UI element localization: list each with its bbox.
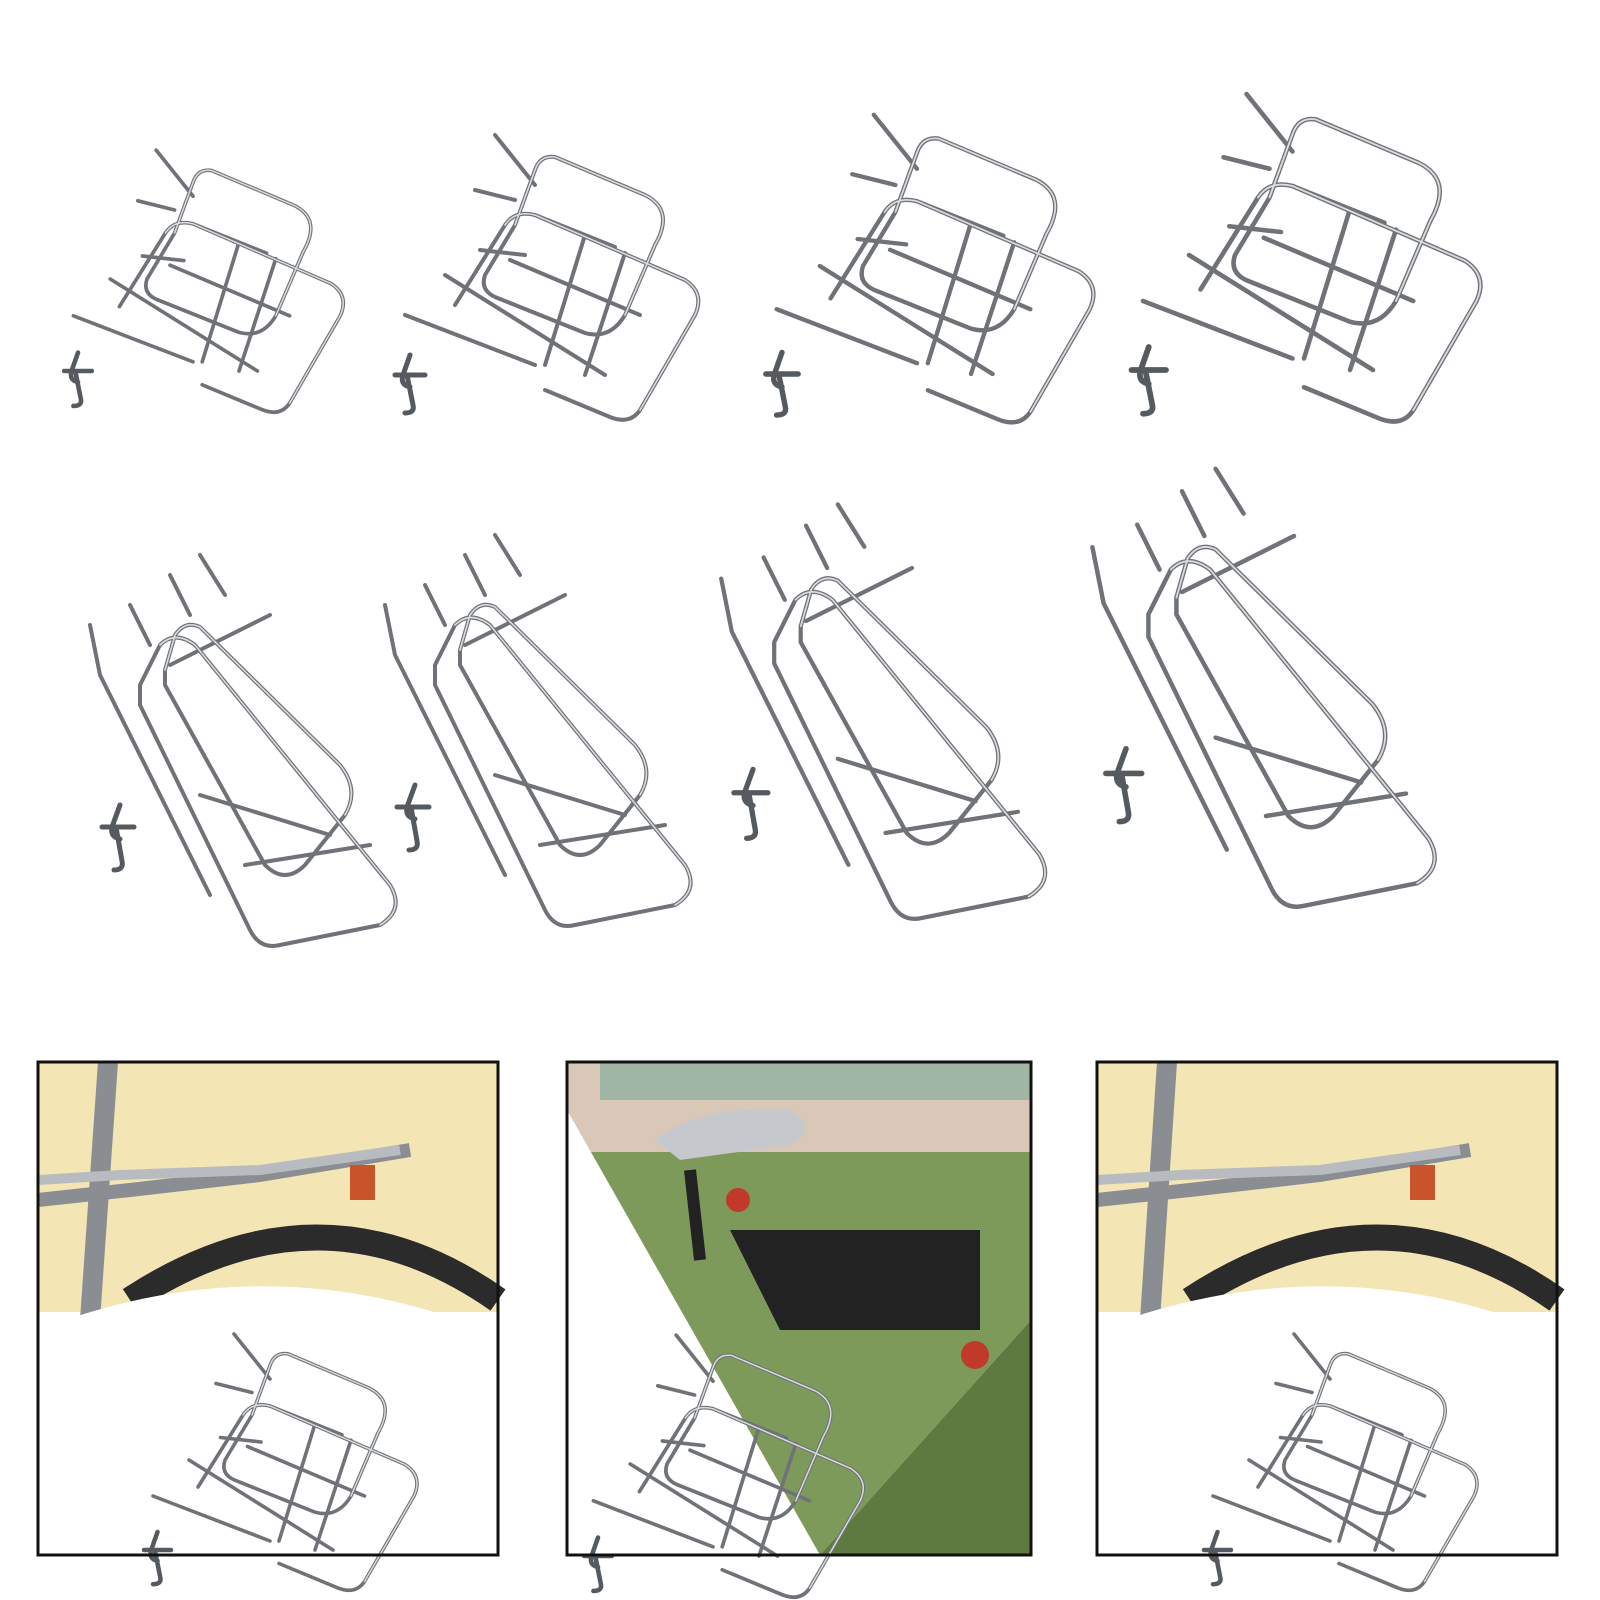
- long-rack-frame-icon: [385, 535, 691, 926]
- long-rack-frame-icon: [1092, 469, 1434, 907]
- usage-photo-panel-2: [565, 1060, 1033, 1597]
- rack-frame-icon: [766, 115, 1094, 423]
- rack-frame-icon: [395, 135, 698, 420]
- usage-photo-panel-3: [1095, 1060, 1565, 1590]
- rack-frame-icon: [64, 150, 343, 412]
- long-rack-frame-icon: [721, 504, 1045, 918]
- usage-photo-panel-1: [36, 1060, 506, 1590]
- rack-grid-row-1: [64, 94, 1480, 422]
- rack-frame-icon: [1132, 94, 1481, 421]
- long-rack-frame-icon: [90, 555, 396, 946]
- rack-grid-row-2: [90, 469, 1435, 946]
